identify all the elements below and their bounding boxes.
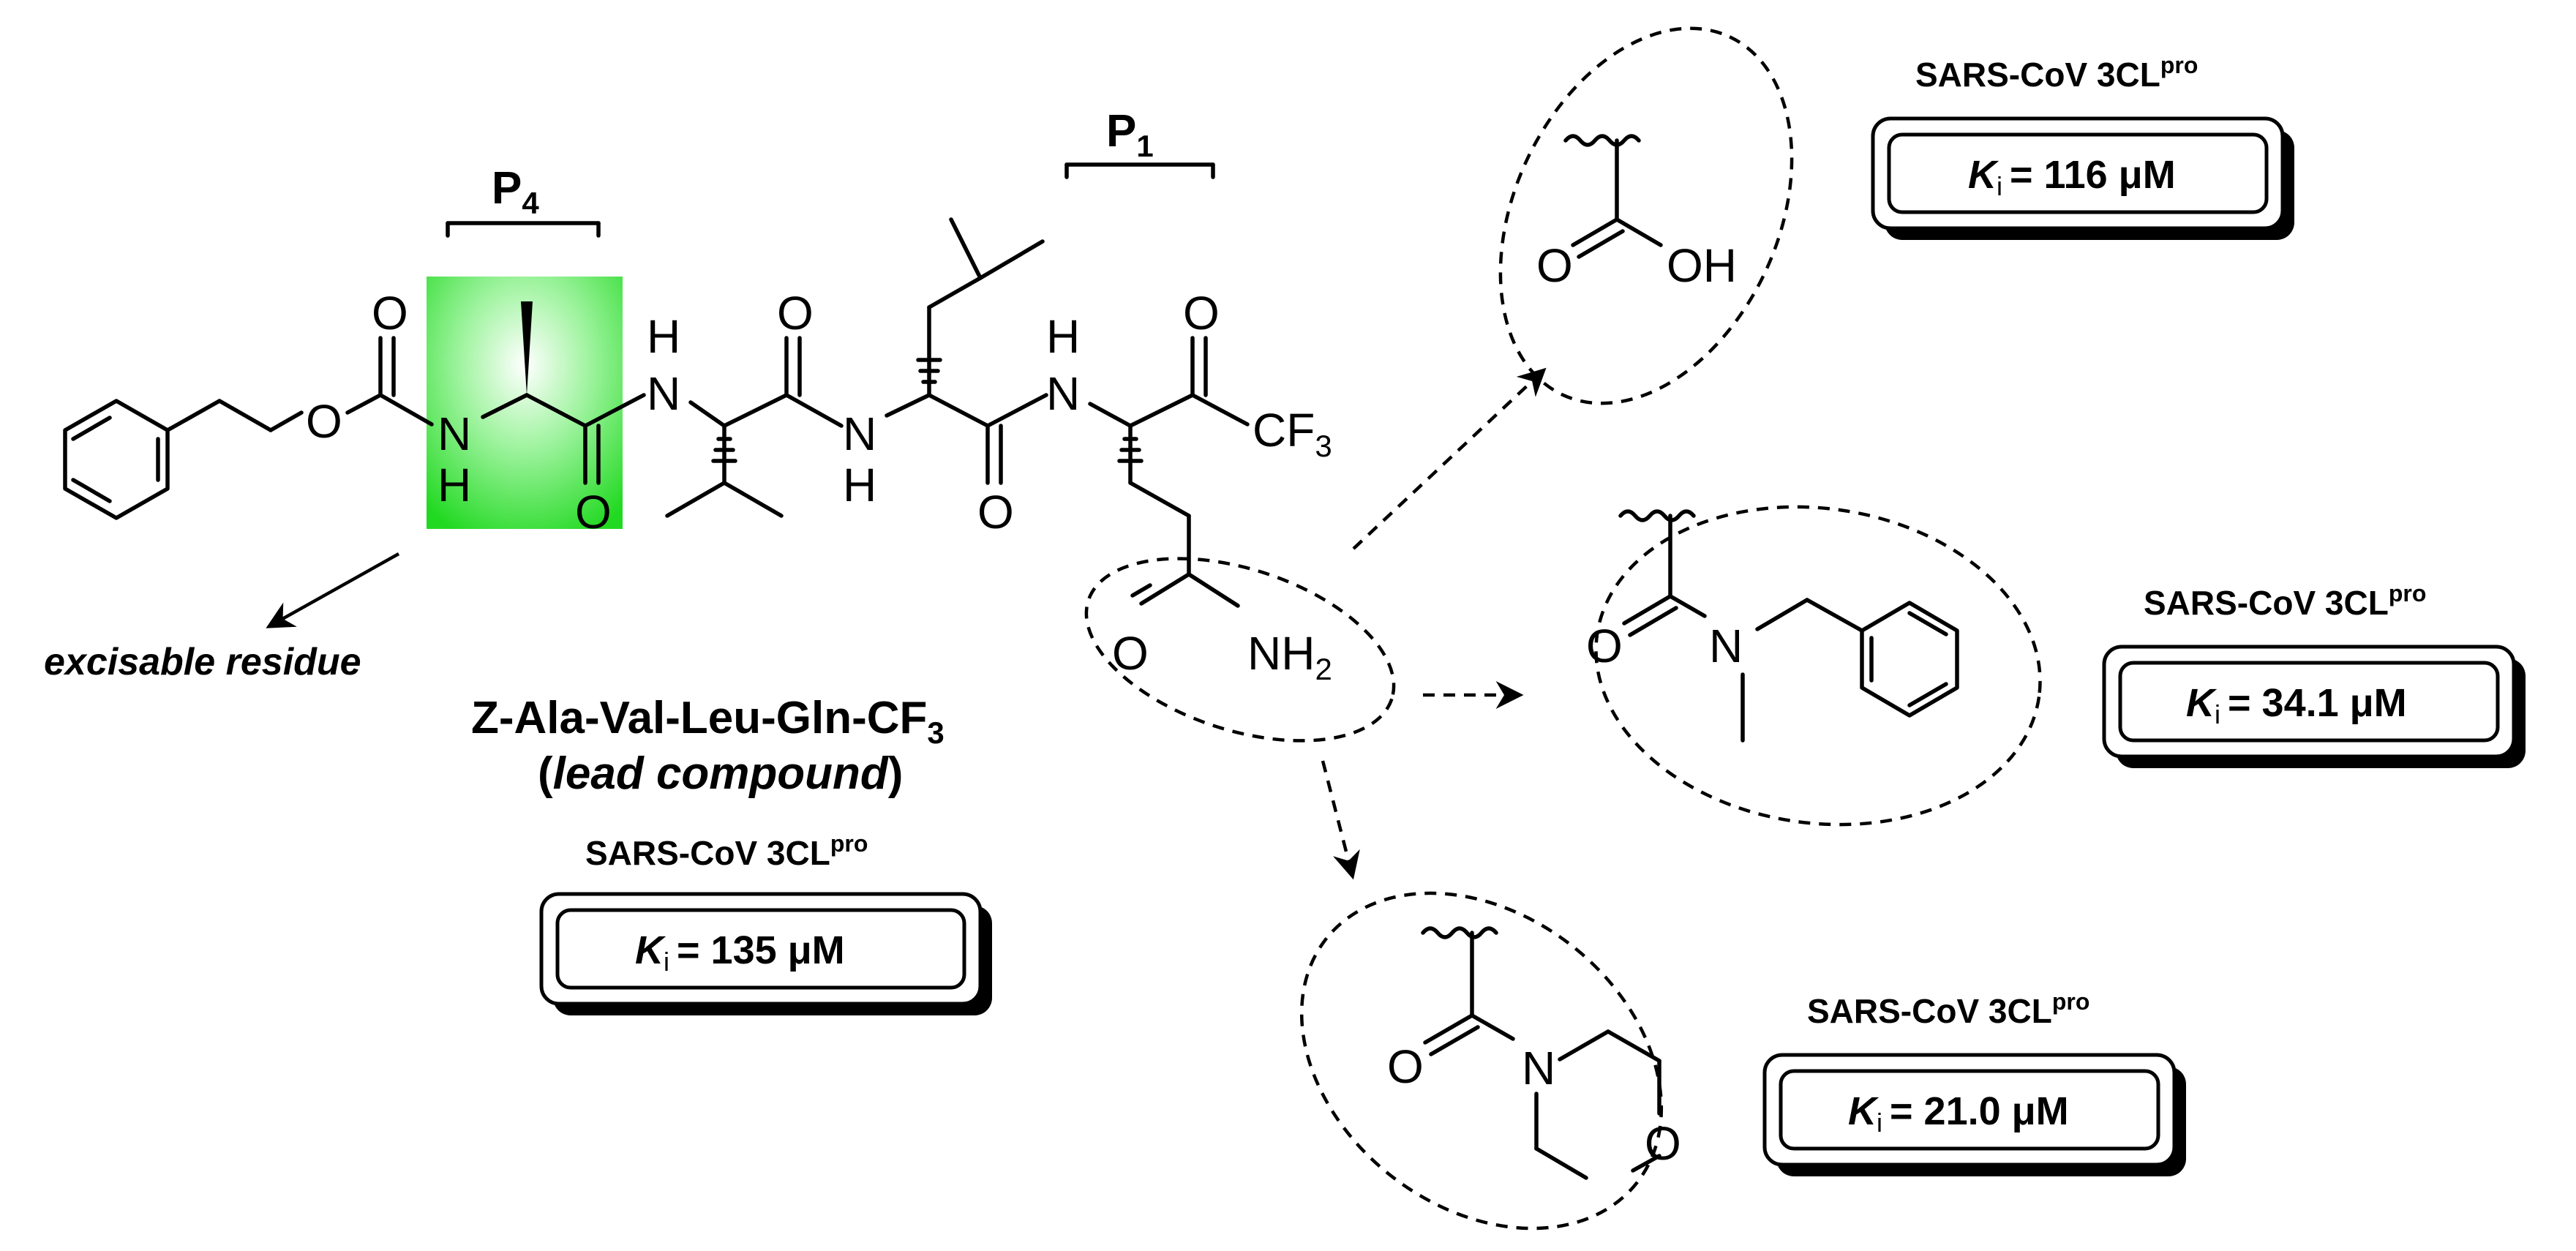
ala-hydrogen: H [438,459,471,511]
morpholine-nitrogen: N [1522,1042,1555,1094]
ki-box-acid: SARS-CoV 3CLpro Ki= 116 μM [1871,52,2294,240]
acid-oh: OH [1667,239,1737,292]
ki-value: Ki= 34.1 μM [2186,681,2407,729]
benzylamide-structure [1618,509,1959,743]
ala-carbonyl-oxygen: O [575,486,612,538]
benzylamide-nitrogen: N [1709,620,1743,672]
val-hydrogen: H [647,310,680,363]
arrow-to-morpholine [1321,760,1360,880]
ketone-oxygen: O [1183,287,1220,339]
morpholine-dashed-ellipse [1299,891,1664,1231]
amide-oxygen: O [1112,627,1149,680]
enzyme-label: SARS-CoV 3CLpro [585,830,868,872]
leu-hydrogen: H [843,459,876,511]
enzyme-label: SARS-CoV 3CLpro [1915,52,2198,94]
leu-nitrogen: N [843,407,876,460]
p1-bracket [1064,162,1215,179]
ki-box-lead: SARS-CoV 3CLpro Ki= 135 μM [539,830,992,1015]
val-nitrogen: N [647,367,680,420]
ala-backbone [481,301,646,485]
gln-nitrogen: N [1046,367,1080,420]
ala-nitrogen: N [438,407,471,460]
p1-label: P1 [1106,106,1154,163]
carbamate-carbonyl [378,336,434,427]
benzene-ring-left [63,393,383,520]
excisable-arrow [266,552,400,628]
lead-compound-caption: (lead compound) [538,748,903,799]
carbamate-oxygen: O [372,287,408,339]
ki-value: Ki= 135 μM [635,928,845,977]
val-carbonyl-oxygen: O [777,287,814,339]
enzyme-label: SARS-CoV 3CLpro [2144,580,2426,622]
arrow-to-acid [1352,367,1547,550]
acid-oxygen: O [1536,239,1573,292]
amide-nh2: NH2 [1247,627,1332,686]
acid-dashed-ellipse [1498,26,1794,405]
acid-structure [1563,134,1663,259]
gln-backbone [1088,336,1250,608]
morpholine-ring-oxygen: O [1645,1117,1681,1170]
morpholine-structure [1421,926,1661,1180]
ki-box-benzylamide: SARS-CoV 3CLpro Ki= 34.1 μM [2102,580,2526,768]
benzylamide-dashed-ellipse [1594,505,2042,827]
ki-value: Ki= 21.0 μM [1848,1089,2069,1138]
ki-value: Ki= 116 μM [1968,153,2176,201]
p4-bracket [446,221,601,238]
enzyme-label: SARS-CoV 3CLpro [1807,988,2089,1030]
benzylamide-oxygen: O [1586,620,1623,672]
amide-dashed-ellipse [1084,557,1396,743]
ester-oxygen: O [306,395,342,448]
ki-box-morpholine: SARS-CoV 3CLpro Ki= 21.0 μM [1762,988,2186,1176]
morpholine-carbonyl-oxygen: O [1387,1040,1424,1093]
val-backbone [665,336,844,518]
cf3-group: CF3 [1253,404,1332,463]
lead-compound-name: Z-Ala-Val-Leu-Gln-CF3 [471,693,945,750]
excisable-residue-label: excisable residue [44,641,361,683]
leu-backbone [885,217,1048,485]
gln-hydrogen: H [1046,310,1080,363]
leu-carbonyl-oxygen: O [977,486,1014,538]
p4-label: P4 [492,163,539,220]
